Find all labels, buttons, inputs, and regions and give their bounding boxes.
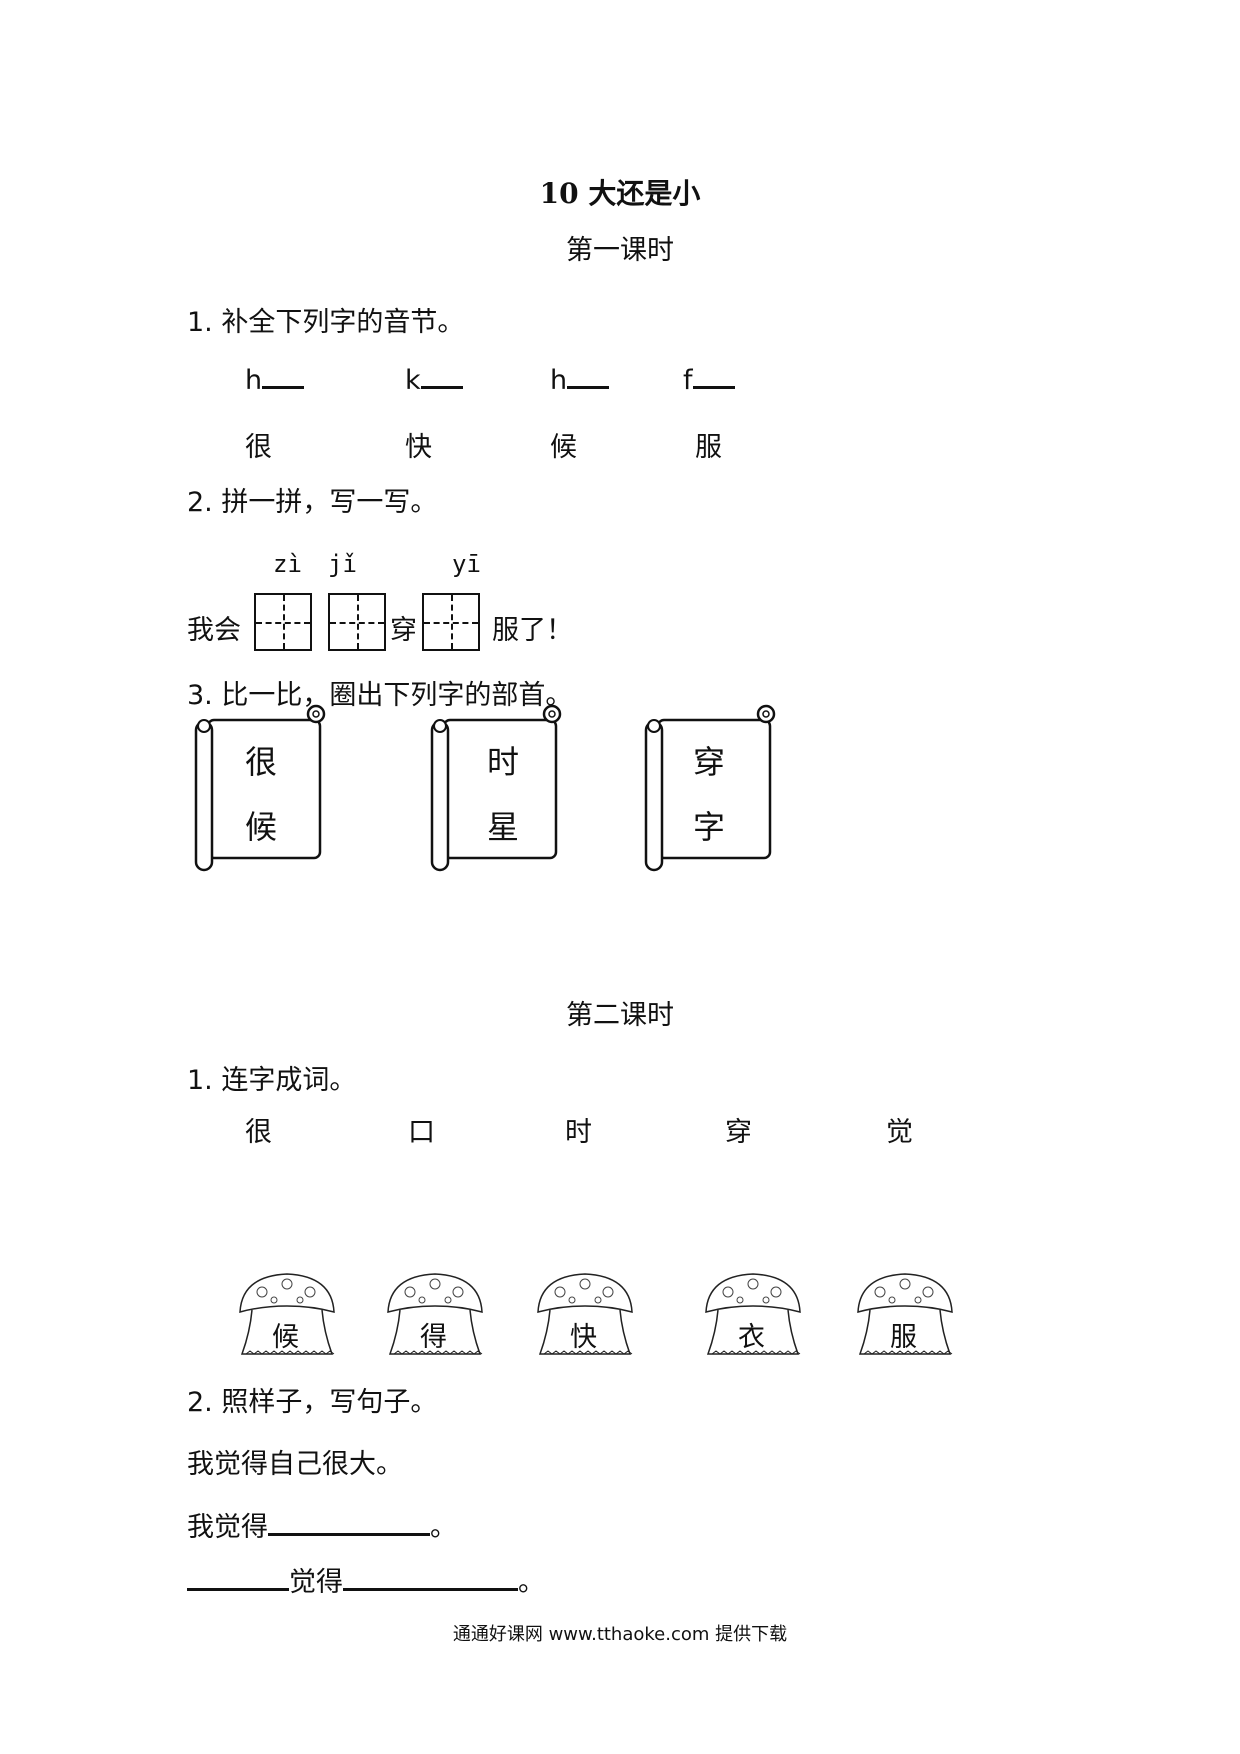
pinyin-initial: k: [405, 365, 421, 396]
lesson1-heading: 第一课时: [566, 235, 674, 266]
mushroom-char[interactable]: 得: [420, 1322, 447, 1353]
writing-grid-zi[interactable]: [254, 593, 312, 651]
connect-char-top[interactable]: 口: [408, 1117, 435, 1148]
scroll-char-top: 时: [487, 743, 520, 781]
connect-char-top[interactable]: 时: [565, 1117, 592, 1148]
mushroom-char[interactable]: 候: [272, 1322, 299, 1353]
line2-mid: 觉得: [289, 1567, 343, 1598]
answer-blank[interactable]: [268, 1509, 430, 1536]
pinyin-initial: h: [550, 365, 568, 396]
char-kuai: 快: [405, 432, 432, 463]
mushroom-icon: [705, 1273, 801, 1355]
pinyin-yi: yī: [452, 550, 481, 578]
syllable-item: f: [683, 362, 735, 396]
syllable-item: h: [245, 362, 305, 396]
scroll-char-bottom: 候: [245, 808, 278, 846]
sentence-line-1: 我觉得 。: [187, 1505, 457, 1544]
connect-char-top[interactable]: 很: [245, 1117, 272, 1148]
mushroom-char[interactable]: 服: [890, 1322, 917, 1353]
l1-q1-label: 1. 补全下列字的音节。: [187, 307, 465, 338]
scroll-icon: [644, 704, 776, 872]
char-hen: 很: [245, 432, 272, 463]
connect-char-top[interactable]: 穿: [725, 1117, 752, 1148]
char-hou: 候: [550, 432, 577, 463]
connect-char-top[interactable]: 觉: [886, 1117, 913, 1148]
line2-end: 。: [518, 1567, 545, 1598]
scroll-icon: [430, 704, 562, 872]
page-title: 10 大还是小: [539, 177, 701, 210]
mushroom-icon: [857, 1273, 953, 1355]
pinyin-ji: jǐ: [328, 550, 357, 578]
mushroom-icon: [537, 1273, 633, 1355]
sentence-prefix: 我会: [187, 615, 241, 646]
scroll-char-bottom: 星: [487, 808, 520, 846]
mushroom-icon: [239, 1273, 335, 1355]
mushroom-char[interactable]: 快: [570, 1322, 597, 1353]
line1-end: 。: [430, 1512, 457, 1543]
answer-blank[interactable]: [420, 362, 463, 389]
l2-q2-label: 2. 照样子，写句子。: [187, 1387, 438, 1418]
answer-blank[interactable]: [343, 1564, 518, 1591]
line1-prefix: 我觉得: [187, 1512, 268, 1543]
mushroom-icon: [387, 1273, 483, 1355]
answer-blank[interactable]: [567, 362, 610, 389]
pinyin-initial: h: [245, 365, 263, 396]
l1-q2-label: 2. 拼一拼，写一写。: [187, 487, 438, 518]
writing-grid-ji[interactable]: [328, 593, 386, 651]
scroll-char-top: 穿: [693, 743, 726, 781]
l1-q3-label: 3. 比一比，圈出下列字的部首。: [187, 680, 573, 711]
footer: 通通好课网 www.tthaoke.com 提供下载: [452, 1624, 788, 1645]
syllable-item: k: [405, 362, 463, 396]
scroll-icon: [194, 704, 326, 872]
pinyin-initial: f: [683, 365, 693, 396]
pinyin-zi: zì: [273, 550, 302, 578]
syllable-item: h: [550, 362, 610, 396]
answer-blank[interactable]: [262, 362, 305, 389]
example-sentence: 我觉得自己很大。: [187, 1449, 403, 1480]
scroll-char-top: 很: [245, 743, 278, 781]
mushroom-char[interactable]: 衣: [738, 1322, 765, 1353]
scroll-char-bottom: 字: [693, 808, 726, 846]
char-fu: 服: [695, 432, 722, 463]
sentence-middle: 穿: [390, 615, 417, 646]
answer-blank[interactable]: [187, 1564, 289, 1591]
writing-grid-yi[interactable]: [422, 593, 480, 651]
answer-blank[interactable]: [692, 362, 735, 389]
lesson2-heading: 第二课时: [566, 1000, 674, 1031]
l2-q1-label: 1. 连字成词。: [187, 1065, 357, 1096]
sentence-suffix: 服了！: [492, 615, 573, 646]
sentence-line-2: 觉得 。: [187, 1560, 545, 1599]
